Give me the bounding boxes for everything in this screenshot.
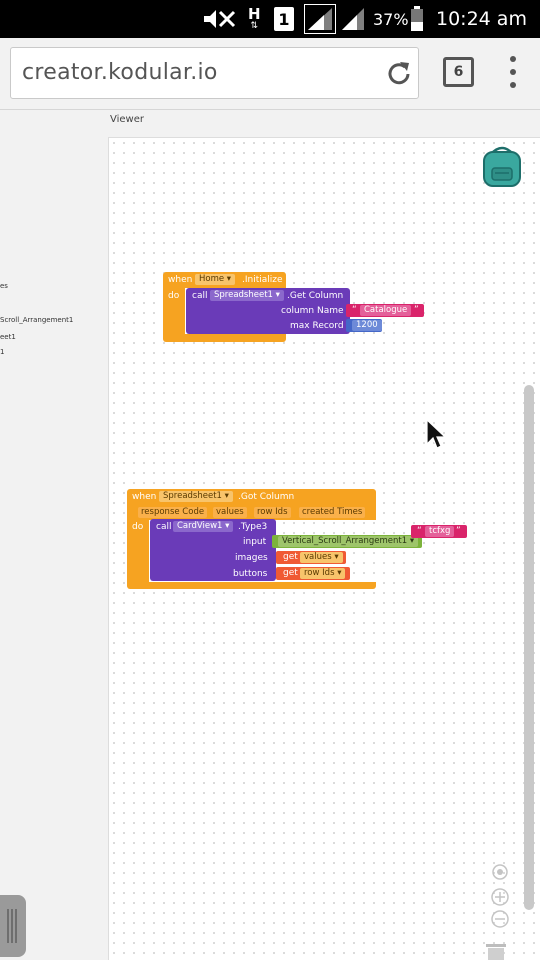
component-tree-label-3[interactable]: eet1 — [0, 333, 16, 341]
call-keyword-2: call — [156, 522, 172, 532]
network-type-label: H — [248, 5, 261, 23]
browser-toolbar: creator.kodular.io 6 — [0, 38, 540, 110]
sim-slot-number: 1 — [278, 9, 290, 29]
get-keyword-2: get — [283, 568, 298, 578]
when-keyword-2: when — [132, 492, 157, 502]
component-dropdown-cardview[interactable]: CardView1 ▾ — [173, 521, 234, 532]
event-block-home-initialize-footer[interactable] — [163, 334, 286, 342]
method-name-2: .Type3 — [238, 522, 268, 532]
arg-label-input: input — [243, 537, 267, 547]
do-keyword: do — [168, 291, 180, 301]
when-keyword: when — [168, 275, 193, 285]
reload-icon[interactable] — [383, 58, 415, 90]
sim-slot-icon: 1 — [274, 0, 294, 38]
text-value-catalogue[interactable]: Catalogue — [360, 305, 412, 316]
do-keyword-2: do — [132, 522, 144, 532]
call-keyword: call — [192, 291, 208, 301]
component-tree-label-2[interactable]: Scroll_Arrangement1 — [0, 316, 74, 324]
components-panel — [0, 111, 108, 960]
event-name: .Initialize — [242, 275, 283, 285]
viewer-label: Viewer — [110, 114, 144, 125]
arg-label-max-record: max Record — [290, 321, 344, 331]
battery-percent: 37% — [373, 9, 409, 29]
component-dropdown-spreadsheet-2[interactable]: Spreadsheet1 ▾ — [159, 491, 233, 502]
zoom-out-icon[interactable] — [490, 909, 510, 929]
workspace-scrollbar[interactable] — [524, 385, 534, 910]
panel-resize-handle[interactable] — [0, 895, 26, 957]
event-name-2: .Got Column — [238, 492, 295, 502]
component-dropdown-home[interactable]: Home ▾ — [195, 274, 236, 285]
event-block-got-column-arm[interactable] — [127, 520, 149, 582]
url-text: creator.kodular.io — [22, 60, 218, 85]
getter-dropdown-values[interactable]: values ▾ — [300, 552, 343, 563]
arg-label-buttons: buttons — [233, 569, 268, 579]
mute-icon — [202, 0, 236, 38]
backpack-icon[interactable] — [481, 144, 523, 192]
status-bar: H ⇅ 1 37% — [0, 0, 540, 38]
more-menu-icon[interactable] — [505, 54, 521, 90]
text-value-tcfxg[interactable]: tcfxg — [425, 526, 455, 537]
tab-count: 6 — [453, 64, 464, 80]
signal-strength-icon-1 — [304, 0, 336, 38]
battery-icon — [410, 0, 424, 38]
signal-strength-icon-2 — [340, 0, 366, 38]
address-bar[interactable]: creator.kodular.io — [10, 47, 419, 99]
mouse-cursor-icon — [426, 418, 447, 451]
number-value-1200[interactable]: 1200 — [352, 320, 382, 331]
clock: 10:24 am — [436, 8, 527, 30]
getter-dropdown-row-ids[interactable]: row Ids ▾ — [300, 568, 346, 579]
event-param-response-code[interactable]: response Code — [138, 507, 208, 518]
data-activity-icon: H ⇅ — [248, 5, 261, 31]
event-param-values[interactable]: values — [213, 507, 247, 518]
tab-switcher-button[interactable]: 6 — [443, 57, 474, 87]
trash-icon[interactable] — [483, 942, 509, 960]
zoom-in-icon[interactable] — [490, 887, 510, 907]
component-dropdown-spreadsheet[interactable]: Spreadsheet1 ▾ — [210, 290, 284, 301]
event-block-home-initialize-arm[interactable] — [163, 288, 185, 334]
component-tree-label-4[interactable]: 1 — [0, 348, 5, 356]
event-param-created-times[interactable]: created Times — [299, 507, 366, 518]
method-name: .Get Column — [287, 291, 344, 301]
arg-label-images: images — [235, 553, 268, 563]
event-param-row-ids[interactable]: row Ids — [254, 507, 291, 518]
arg-label-column-name: column Name — [281, 306, 344, 316]
event-block-got-column-footer[interactable] — [127, 582, 376, 589]
component-dropdown-vertical-scroll[interactable]: Vertical_Scroll_Arrangement1 ▾ — [278, 536, 419, 547]
get-keyword-1: get — [283, 552, 298, 562]
zoom-reset-icon[interactable] — [490, 862, 510, 882]
component-tree-label-1[interactable]: es — [0, 282, 8, 290]
